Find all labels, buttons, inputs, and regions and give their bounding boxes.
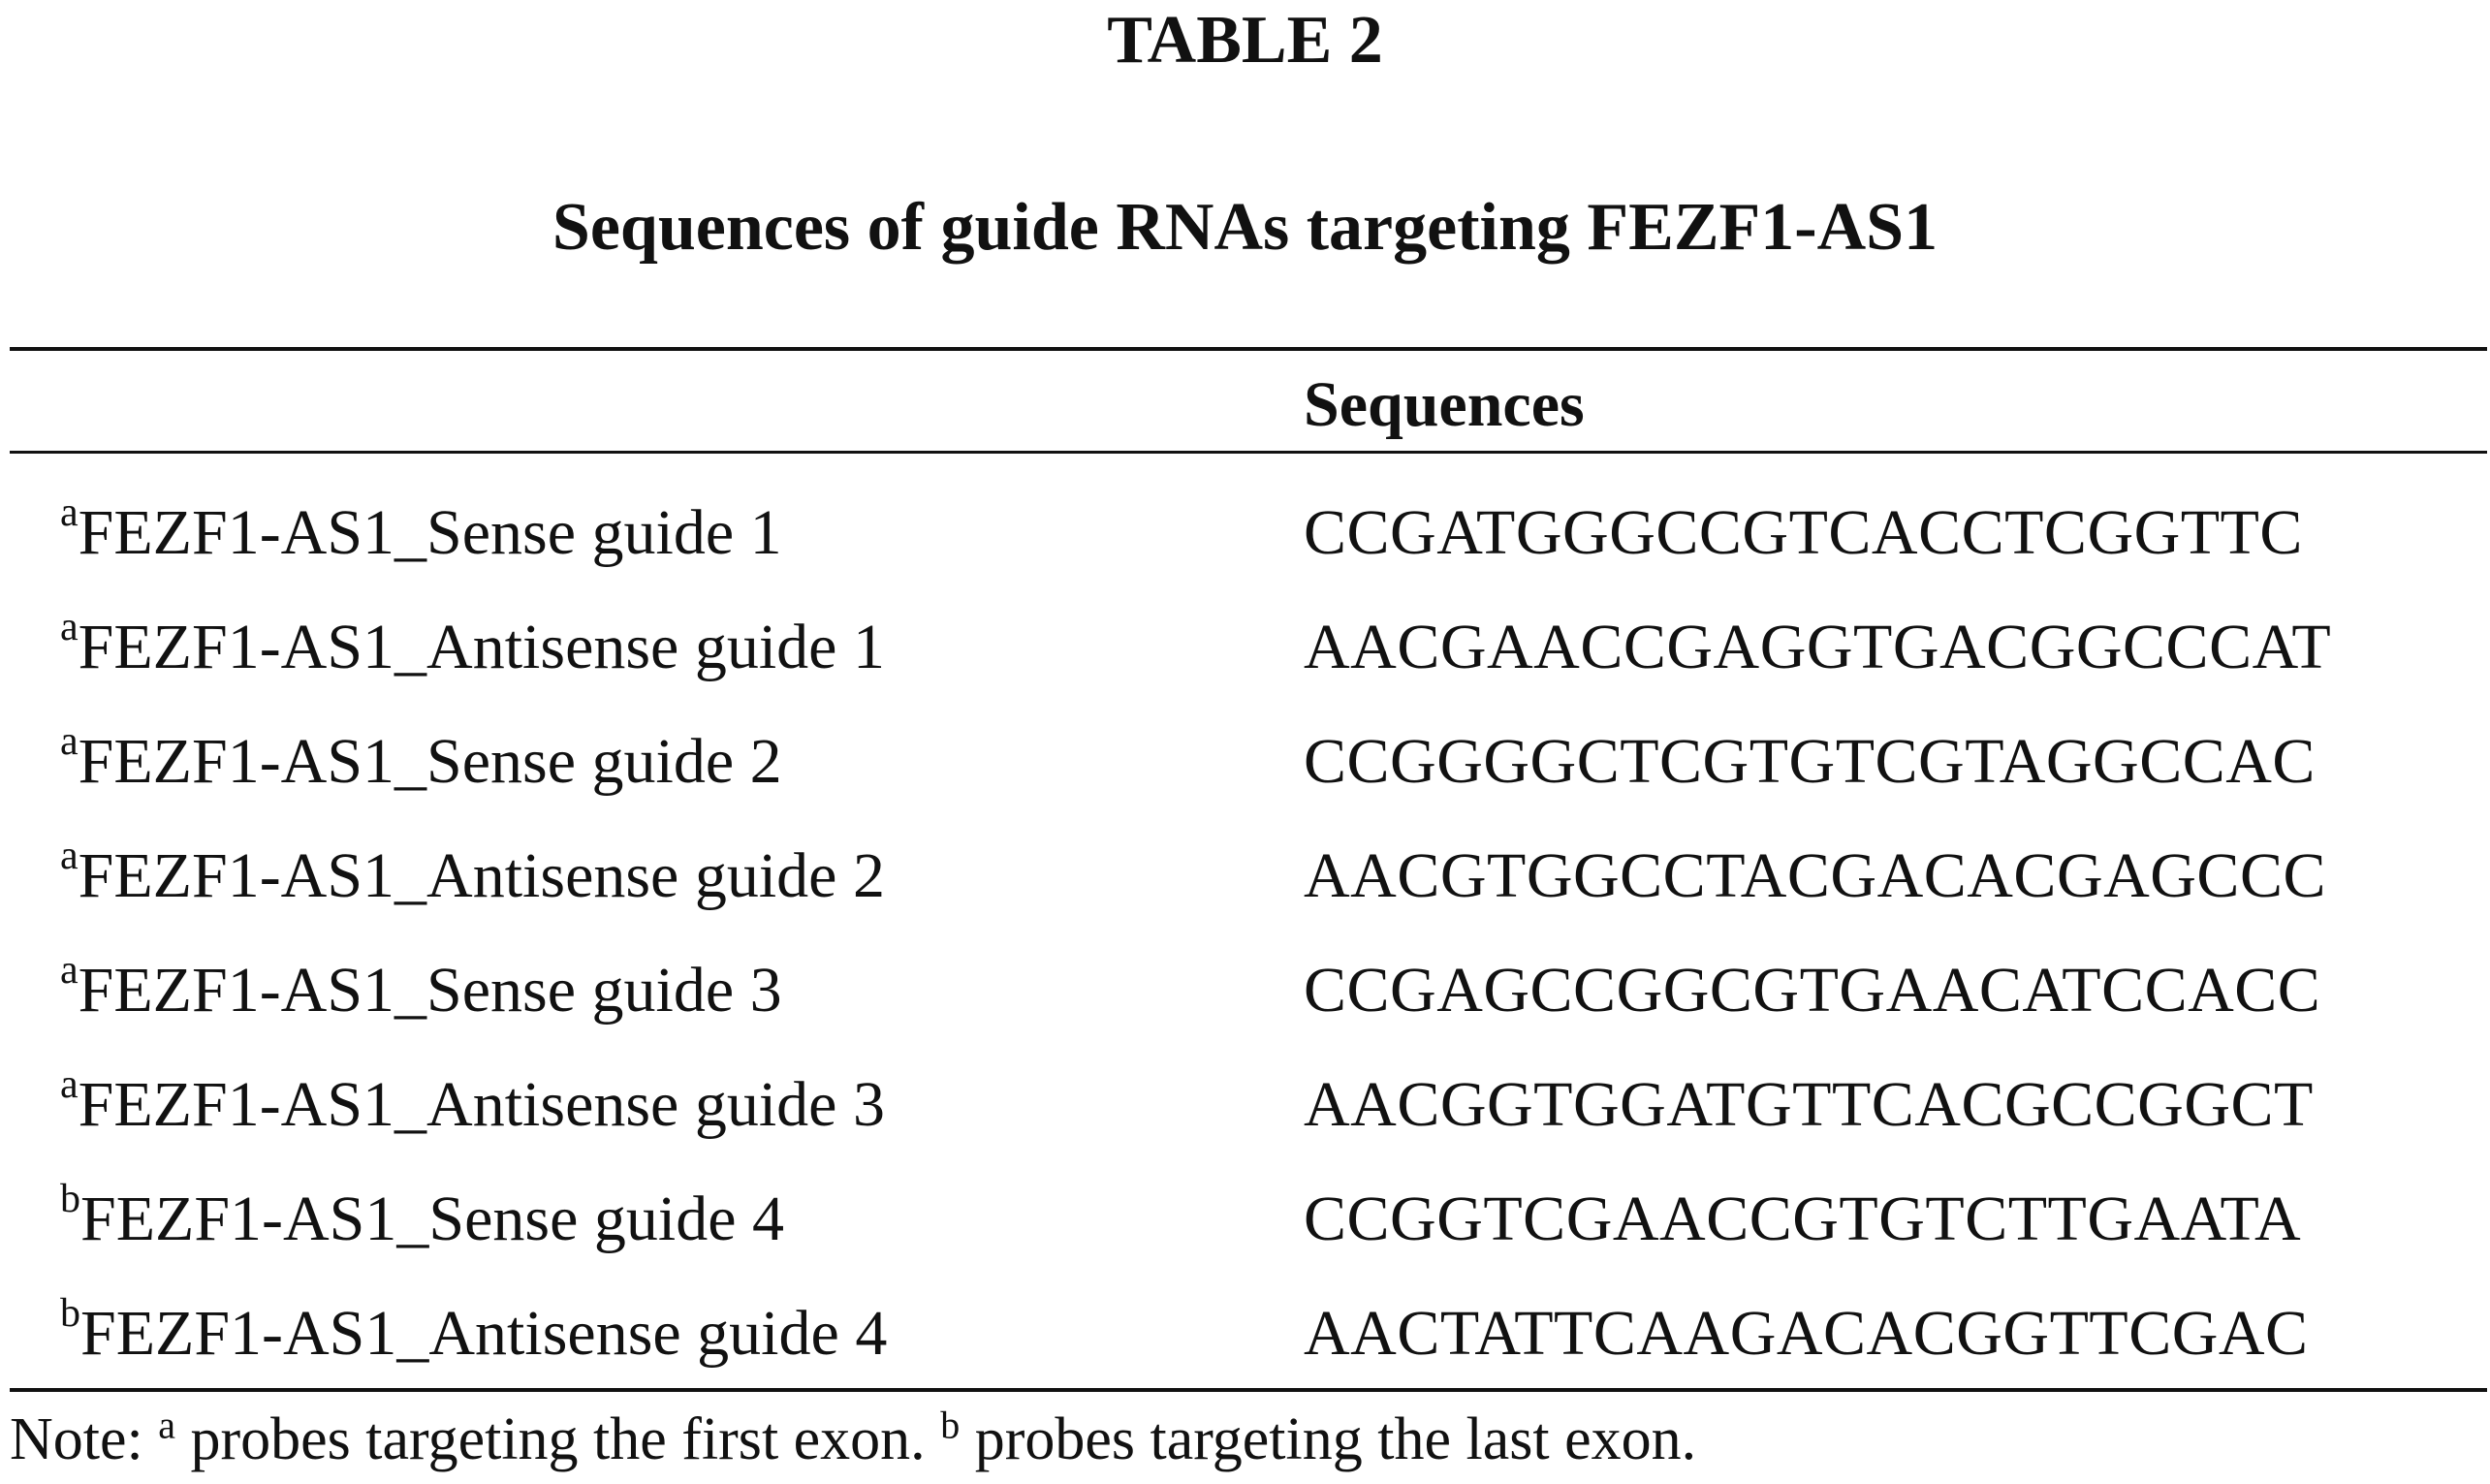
guide-sequence: AACGAACCGAGGTGACGGCCCAT xyxy=(1304,612,2332,682)
table-row: aFEZF1-AS1_Sense guide 2 CCGGGGCTCGTGTCG… xyxy=(0,713,2490,828)
table-header-rule xyxy=(10,451,2487,454)
guide-name: aFEZF1-AS1_Sense guide 2 xyxy=(60,719,782,797)
table-caption: Sequences of guide RNAs targeting FEZF1-… xyxy=(552,190,1938,265)
guide-sequence: CCGATGGGCCGTCACCTCGGTTC xyxy=(1304,497,2303,568)
footnote-mark-a: a xyxy=(158,1403,176,1447)
guide-sequence: AACGGTGGATGTTCACGCCGGCT xyxy=(1304,1069,2314,1140)
table-label: TABLE 2 xyxy=(1107,3,1383,78)
table-row: aFEZF1-AS1_Sense guide 1 CCGATGGGCCGTCAC… xyxy=(0,485,2490,599)
footnote-mark: b xyxy=(60,1291,80,1336)
footnote-mark: a xyxy=(60,948,79,993)
guide-name: aFEZF1-AS1_Sense guide 1 xyxy=(60,490,782,568)
footnote-mark: b xyxy=(60,1177,80,1221)
table-note: Note: a probes targeting the first exon.… xyxy=(10,1403,1697,1472)
table-row: aFEZF1-AS1_Antisense guide 1 AACGAACCGAG… xyxy=(0,599,2490,713)
table-top-rule xyxy=(10,347,2487,351)
footnote-mark-b: b xyxy=(940,1403,961,1447)
guide-name: bFEZF1-AS1_Sense guide 4 xyxy=(60,1177,784,1254)
footnote-mark: a xyxy=(60,1062,79,1107)
table-row: aFEZF1-AS1_Antisense guide 3 AACGGTGGATG… xyxy=(0,1057,2490,1171)
table-row: aFEZF1-AS1_Antisense guide 2 AACGTGGCCTA… xyxy=(0,828,2490,942)
guide-name: aFEZF1-AS1_Sense guide 3 xyxy=(60,948,782,1026)
guide-sequence: AACTATTCAAGACACGGTTCGAC xyxy=(1304,1298,2309,1369)
footnote-mark: a xyxy=(60,490,79,535)
guide-name: bFEZF1-AS1_Antisense guide 4 xyxy=(60,1291,888,1369)
table-row: aFEZF1-AS1_Sense guide 3 CCGAGCCGGCGTGAA… xyxy=(0,942,2490,1057)
footnote-mark: a xyxy=(60,605,79,649)
table-bottom-rule xyxy=(10,1388,2487,1392)
footnote-mark: a xyxy=(60,719,79,764)
guide-name: aFEZF1-AS1_Antisense guide 1 xyxy=(60,605,885,682)
footnote-mark: a xyxy=(60,834,79,878)
guide-name: aFEZF1-AS1_Antisense guide 2 xyxy=(60,834,885,911)
guide-sequence: AACGTGGCCTACGACACGAGCCC xyxy=(1304,840,2326,911)
column-header-sequences: Sequences xyxy=(1304,369,1585,440)
guide-sequence: CCGGTCGAACCGTGTCTTGAATA xyxy=(1304,1184,2302,1254)
table-row: bFEZF1-AS1_Antisense guide 4 AACTATTCAAG… xyxy=(0,1285,2490,1400)
guide-sequence: CCGAGCCGGCGTGAACATCCACC xyxy=(1304,955,2321,1026)
guide-name: aFEZF1-AS1_Antisense guide 3 xyxy=(60,1062,885,1140)
table-row: bFEZF1-AS1_Sense guide 4 CCGGTCGAACCGTGT… xyxy=(0,1171,2490,1285)
guide-sequence: CCGGGGCTCGTGTCGTAGGCCAC xyxy=(1304,726,2316,797)
